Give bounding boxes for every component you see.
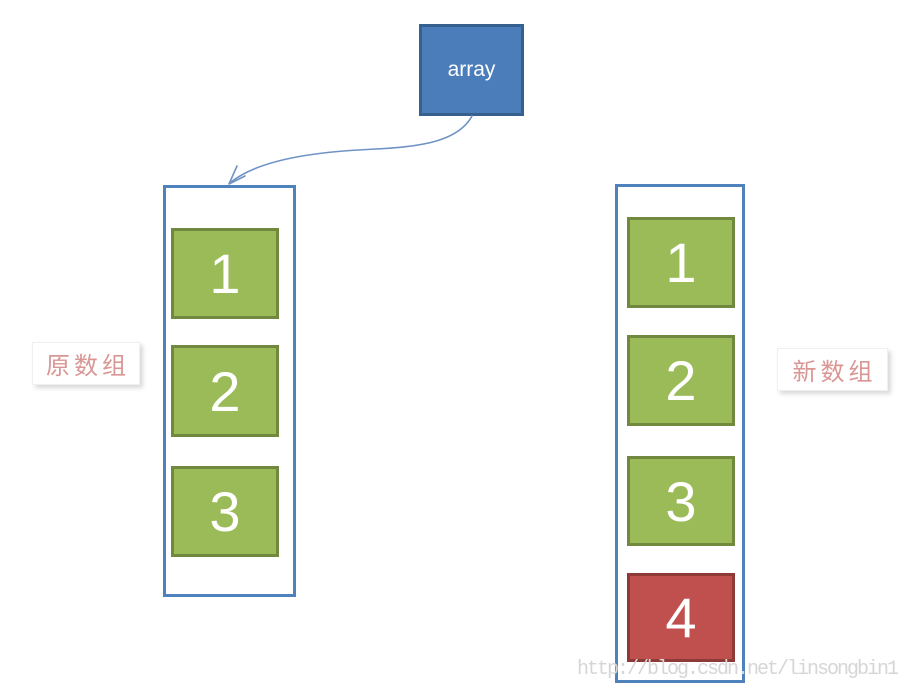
original-array-label: 原数组	[32, 342, 140, 385]
array-pointer-box: array	[419, 24, 524, 116]
cell-value: 1	[209, 242, 241, 305]
label-text: 新数组	[792, 359, 877, 386]
cell-value: 2	[209, 359, 241, 423]
new-array-cell-4-highlighted: 4	[627, 573, 735, 662]
watermark-url: http://blog.csdn.net/linsongbin1	[577, 658, 899, 681]
cell-value: 1	[665, 231, 697, 294]
label-text: 原数组	[46, 353, 130, 380]
array-pointer-label: array	[447, 58, 496, 81]
new-array-label: 新数组	[777, 348, 888, 391]
new-array-cell-1: 1	[627, 217, 735, 308]
cell-value: 3	[665, 469, 697, 533]
original-array-cell-3: 3	[171, 466, 279, 557]
cell-value: 3	[209, 480, 241, 543]
original-array-cell-1: 1	[171, 228, 279, 319]
new-array-cell-3: 3	[627, 456, 735, 546]
original-array-cell-2: 2	[171, 345, 279, 437]
cell-value: 4	[665, 586, 697, 649]
new-array-cell-2: 2	[627, 335, 735, 426]
cell-value: 2	[665, 349, 697, 412]
